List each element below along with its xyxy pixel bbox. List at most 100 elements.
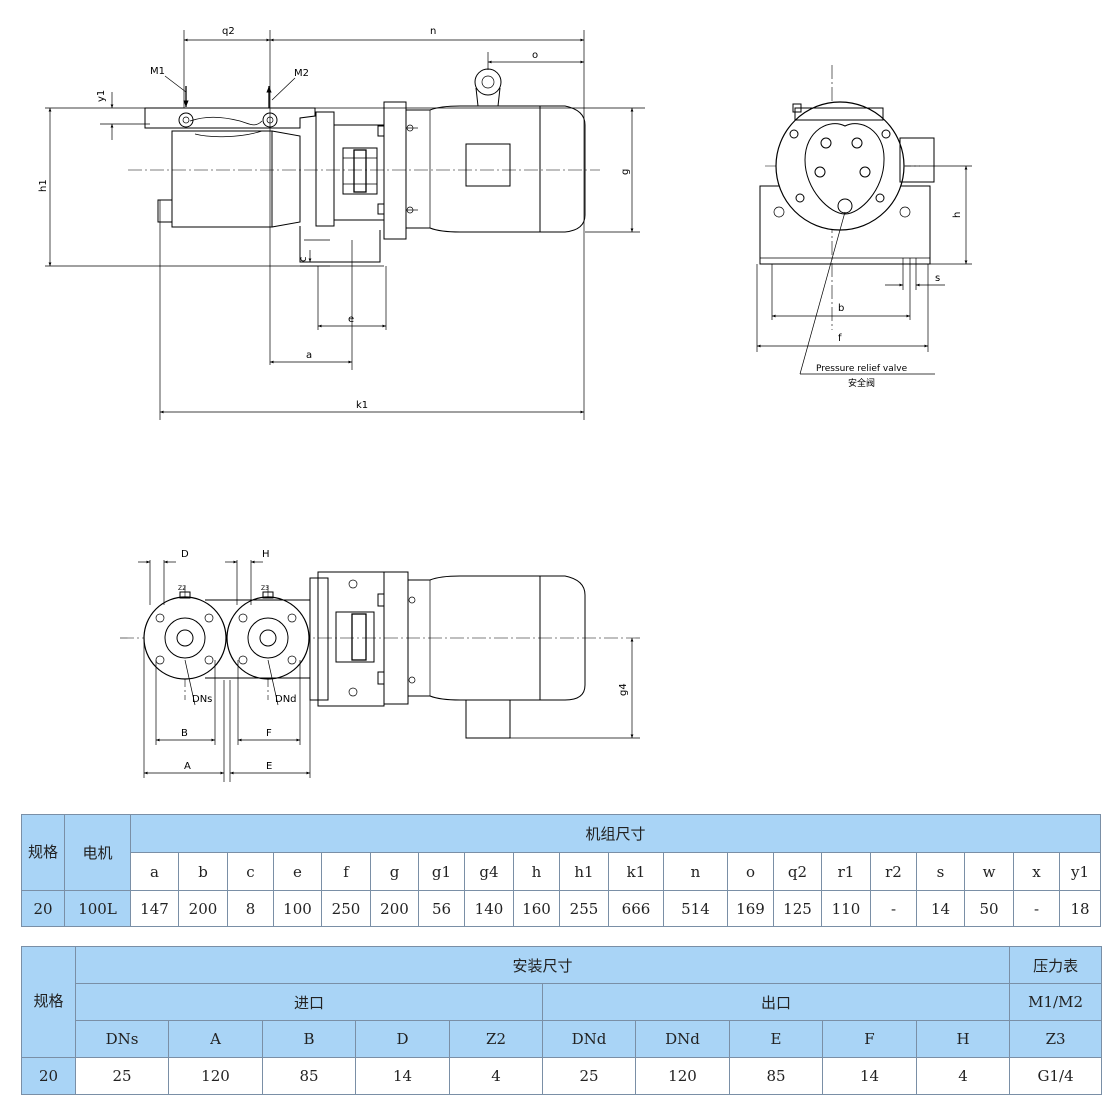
col-header: g4 [464, 852, 514, 891]
col-header: b [178, 852, 228, 891]
col-header: g [370, 852, 419, 891]
col-header: r2 [870, 852, 917, 891]
label-DNs: DNs [192, 694, 212, 705]
label-q2: q2 [222, 26, 235, 37]
inlet-header: 进口 [75, 983, 543, 1021]
value-cell: 8 [227, 890, 274, 927]
col-header: w [964, 852, 1014, 891]
value-cell: 120 [168, 1057, 263, 1095]
table-row: 20 100L 147 200 8 100 250 200 56 140 160… [21, 890, 1102, 927]
col-header: A [168, 1020, 263, 1058]
label-D: D [181, 549, 189, 560]
value-cell: 125 [773, 890, 822, 927]
col-header: s [916, 852, 965, 891]
label-h1: h1 [38, 179, 49, 192]
value-cell: 14 [822, 1057, 917, 1095]
value-cell: 14 [916, 890, 965, 927]
col-header: y1 [1058, 852, 1102, 891]
col-header: e [273, 852, 322, 891]
value-cell: 85 [729, 1057, 823, 1095]
label-o: o [532, 50, 538, 61]
col-header: DNs [75, 1020, 169, 1058]
col-header: q2 [773, 852, 822, 891]
col-header: F [822, 1020, 917, 1058]
table-row: 20 25 120 85 14 4 25 120 85 14 4 G1/4 [21, 1057, 1103, 1095]
col-header: H [915, 1020, 1011, 1058]
installation-dimension-table: 规格 安装尺寸 压力表 进口 出口 M1/M2 DNs A B D Z2 DNd… [21, 946, 1103, 1095]
col-header: E [729, 1020, 823, 1058]
label-F: F [266, 728, 272, 739]
label-f: f [838, 333, 842, 344]
col-header: x [1013, 852, 1060, 891]
label-b: b [838, 303, 844, 314]
label-a: a [306, 350, 312, 361]
spec-cell: 20 [21, 890, 65, 927]
col-header: g1 [418, 852, 465, 891]
value-cell: 50 [964, 890, 1014, 927]
value-cell: 666 [608, 890, 664, 927]
value-cell: 147 [130, 890, 179, 927]
label-g: g [620, 169, 631, 175]
value-cell: 110 [821, 890, 871, 927]
label-y1: y1 [96, 90, 107, 102]
value-cell: 25 [75, 1057, 169, 1095]
value-cell: 200 [370, 890, 419, 927]
label-n: n [430, 26, 436, 37]
label-E: E [266, 761, 272, 772]
label-m2: M2 [294, 68, 309, 79]
outlet-header: 出口 [541, 983, 1011, 1021]
install-column-headers: DNs A B D Z2 DNd DNd E F H Z3 [22, 1020, 1103, 1058]
label-g4: g4 [618, 683, 629, 696]
value-cell: 140 [464, 890, 514, 927]
col-header: n [663, 852, 728, 891]
value-cell: 18 [1058, 890, 1102, 927]
value-cell: - [1013, 890, 1060, 927]
label-pressure-relief-valve: Pressure relief valve [816, 364, 908, 374]
col-header: h1 [559, 852, 609, 891]
col-header: D [355, 1020, 450, 1058]
value-cell: 255 [559, 890, 609, 927]
value-cell: 250 [321, 890, 371, 927]
label-H: H [262, 549, 270, 560]
motor-header: 电机 [64, 814, 131, 891]
value-cell: 4 [449, 1057, 543, 1095]
motor-cell: 100L [64, 890, 131, 927]
spec-header: 规格 [21, 946, 76, 1058]
col-header: B [262, 1020, 356, 1058]
col-header: a [130, 852, 179, 891]
value-cell: 56 [418, 890, 465, 927]
label-A: A [184, 761, 191, 772]
value-cell: 85 [262, 1057, 356, 1095]
label-c: c [298, 257, 309, 263]
col-header: Z3 [1009, 1020, 1103, 1058]
top-view: D H Z2 Z3 DNs DNd B F A E g4 [120, 549, 640, 782]
label-Z2: Z2 [178, 585, 186, 592]
label-B: B [181, 728, 188, 739]
value-cell: 200 [178, 890, 228, 927]
value-cell: 160 [513, 890, 560, 927]
install-group-header: 安装尺寸 [74, 946, 1011, 984]
label-k1: k1 [356, 400, 368, 411]
unit-dimension-table: 规格 电机 机组尺寸 a b c e f g g1 g4 h h1 k1 n o… [21, 814, 1102, 927]
value-cell: 169 [727, 890, 774, 927]
unit-group-header: 机组尺寸 [129, 814, 1102, 853]
spec-cell: 20 [21, 1057, 76, 1095]
col-header: r1 [821, 852, 871, 891]
label-m1: M1 [150, 66, 165, 77]
spec-header: 规格 [21, 814, 65, 891]
col-header: h [513, 852, 560, 891]
label-Z3: Z3 [261, 585, 269, 592]
value-cell: G1/4 [1009, 1057, 1103, 1095]
gauge-header: 压力表 [1009, 946, 1103, 984]
value-cell: 25 [542, 1057, 636, 1095]
value-cell: 120 [635, 1057, 730, 1095]
col-header: c [227, 852, 274, 891]
gauge-sub-header: M1/M2 [1009, 983, 1103, 1021]
col-header: o [727, 852, 774, 891]
label-DNd: DNd [275, 694, 297, 705]
col-header: k1 [608, 852, 664, 891]
front-view: q2 n o M1 M2 y1 h1 g c e a k1 [38, 26, 645, 420]
value-cell: - [870, 890, 917, 927]
value-cell: 100 [273, 890, 322, 927]
col-header: f [321, 852, 371, 891]
